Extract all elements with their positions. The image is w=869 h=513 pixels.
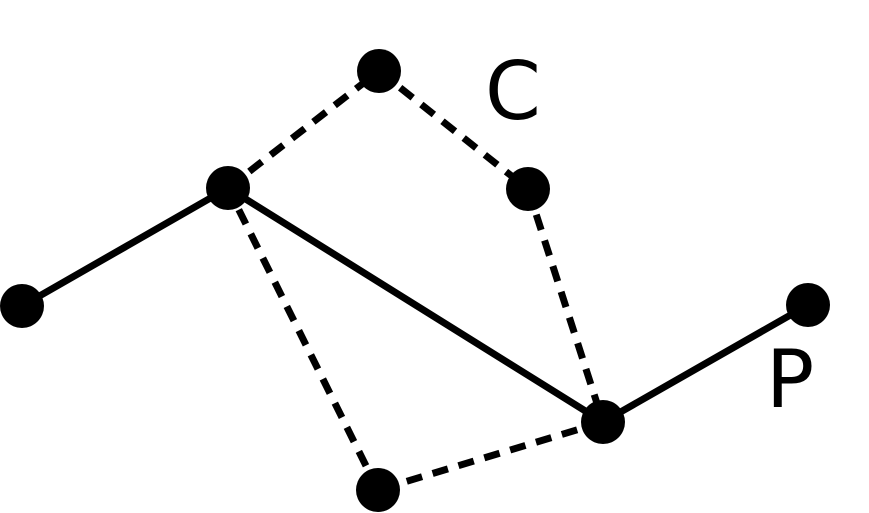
- path-p-edges: [18, 184, 812, 426]
- vertex-cycle-bottom: [356, 468, 400, 512]
- vertex-cycle-right: [506, 167, 550, 211]
- vertex-shared-right: [581, 400, 625, 444]
- cycle-c-edges: [224, 68, 607, 494]
- path-edge-2: [224, 184, 607, 426]
- cycle-label: C: [485, 45, 541, 138]
- cycle-edge-3: [524, 187, 607, 424]
- path-edge-1: [18, 184, 232, 310]
- vertex-path-start: [0, 284, 44, 328]
- vertex-shared-left: [206, 166, 250, 210]
- cycle-edge-1: [225, 68, 382, 191]
- cycle-edge-5: [224, 186, 382, 492]
- vertex-path-end: [786, 283, 830, 327]
- vertices: [0, 49, 830, 512]
- cycle-edge-4: [376, 418, 605, 494]
- path-edge-3: [599, 301, 812, 426]
- path-label: P: [766, 333, 815, 426]
- cycle-edge-2: [376, 68, 531, 192]
- vertex-cycle-top: [357, 49, 401, 93]
